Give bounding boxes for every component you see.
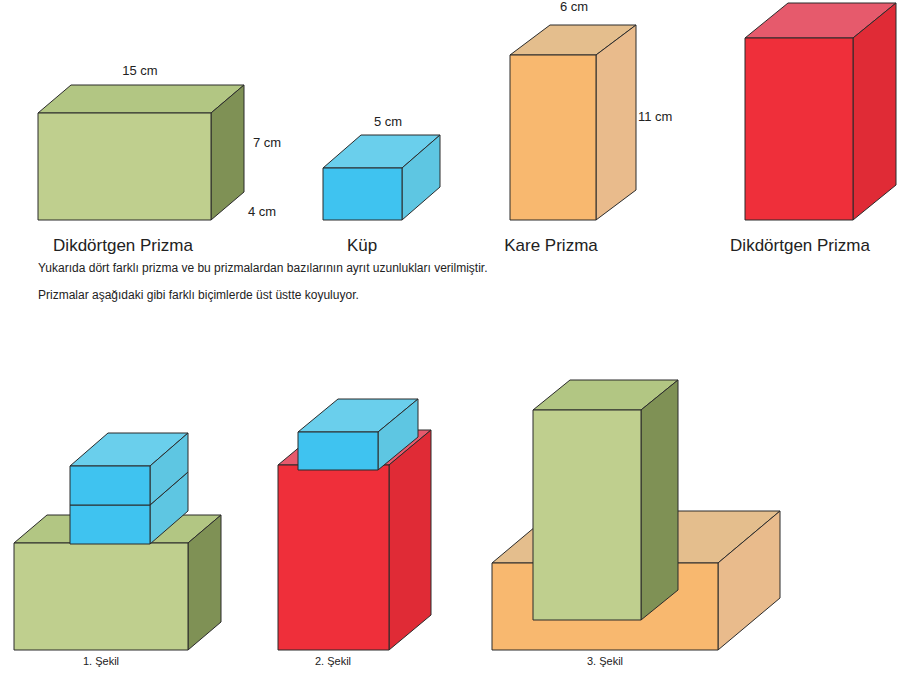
- figure-caption: 3. Şekil: [587, 655, 623, 668]
- green-prism-side: [211, 85, 244, 220]
- green-prism-front: [14, 543, 188, 650]
- dimension-label: 15 cm: [122, 64, 157, 79]
- red-prism-side: [389, 430, 431, 650]
- figure-caption: 1. Şekil: [83, 655, 119, 668]
- dimension-label: 4 cm: [248, 205, 276, 220]
- figure-caption: 2. Şekil: [315, 655, 351, 668]
- green-prism-front: [533, 410, 641, 620]
- dimension-label: 11 cm: [638, 110, 672, 125]
- blue-cube-front: [323, 168, 402, 220]
- blue-cube-front: [70, 466, 150, 505]
- description-text: Prizmalar aşağıdaki gibi farklı biçimler…: [38, 289, 359, 303]
- orange-prism-side: [596, 25, 636, 220]
- dimension-label: 5 cm: [374, 115, 402, 130]
- description-text: Yukarıda dört farklı prizma ve bu prizma…: [38, 262, 488, 276]
- green-prism-top: [38, 85, 244, 113]
- red-prism-side: [853, 3, 896, 220]
- green-prism-side: [641, 380, 678, 620]
- blue-cube-front: [70, 505, 150, 544]
- blue-cube-side: [150, 433, 188, 505]
- red-prism-front: [278, 465, 389, 650]
- shape-name: Dikdörtgen Prizma: [730, 236, 870, 256]
- dimension-label: 7 cm: [253, 136, 281, 151]
- green-prism-front: [38, 113, 211, 220]
- shape-name: Kare Prizma: [504, 236, 598, 256]
- orange-prism-side: [718, 511, 780, 650]
- dimension-label: 6 cm: [560, 0, 588, 15]
- blue-cube-side: [378, 399, 418, 470]
- orange-prism-front: [510, 55, 596, 220]
- shape-name: Küp: [347, 236, 377, 256]
- blue-cube-side: [402, 135, 440, 220]
- green-prism-side: [188, 515, 221, 650]
- red-prism-front: [745, 38, 853, 220]
- shape-name: Dikdörtgen Prizma: [53, 236, 193, 256]
- blue-cube-front: [298, 432, 378, 470]
